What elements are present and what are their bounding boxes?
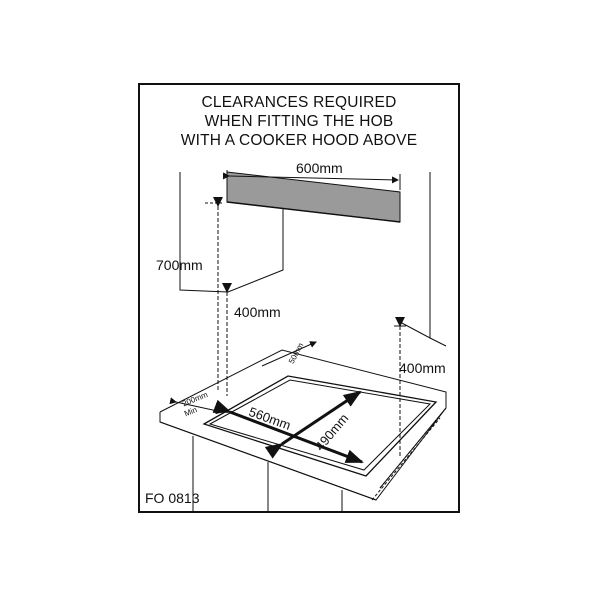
worktop-side-dashed-2 xyxy=(371,417,441,501)
rear-gap-dim xyxy=(261,341,317,367)
cutout-depth-arrow xyxy=(264,390,362,459)
worktop-top xyxy=(159,349,447,489)
left-clearance-label: 400mm xyxy=(234,304,281,320)
figure-code: FO 0813 xyxy=(145,490,200,506)
worktop-front xyxy=(159,407,447,501)
hood-width-dim xyxy=(222,172,399,184)
diagram-title: CLEARANCES REQUIRED WHEN FITTING THE HOB… xyxy=(140,93,458,150)
hood-bottom-line xyxy=(226,201,401,223)
right-wall xyxy=(399,172,431,339)
title-line-1: CLEARANCES REQUIRED xyxy=(201,94,397,111)
title-line-2: WHEN FITTING THE HOB xyxy=(204,113,394,130)
hob-cutout-inner xyxy=(208,379,432,471)
hob-cutout xyxy=(202,375,438,477)
worktop-side-dashed xyxy=(379,407,447,489)
hood-width-label: 600mm xyxy=(296,160,343,176)
right-clearance-label: 400mm xyxy=(399,360,446,376)
right-wall-floor xyxy=(429,337,447,347)
hood-height-label: 700mm xyxy=(156,257,203,273)
title-line-3: WITH A COOKER HOOD ABOVE xyxy=(180,132,418,149)
